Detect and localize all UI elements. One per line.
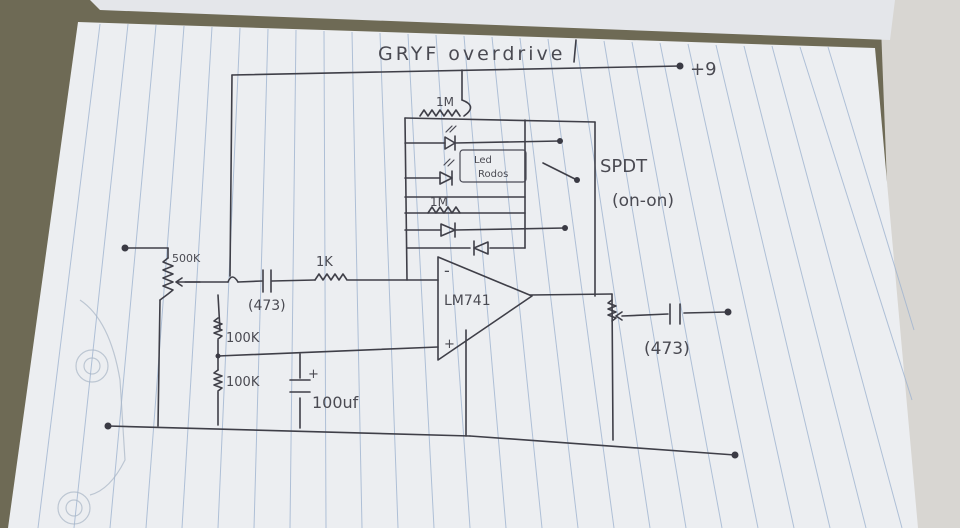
notebook-page bbox=[8, 22, 918, 528]
opamp-inv-pin: - bbox=[444, 261, 450, 280]
ruled-lines bbox=[37, 23, 915, 528]
led-label-line1: Led bbox=[474, 155, 492, 166]
potentiometer-500k: 500K bbox=[159, 252, 201, 301]
pot-label: 500K bbox=[172, 252, 201, 265]
opamp-lm741: - + LM741 bbox=[437, 256, 533, 361]
resistor-100k-bottom: 100K bbox=[213, 369, 260, 392]
switch-mode: (on-on) bbox=[612, 191, 674, 211]
supply-label: +9 bbox=[690, 59, 717, 80]
diode-4 bbox=[473, 241, 489, 255]
circuit-wires bbox=[107, 65, 736, 456]
switch-contact-top bbox=[557, 138, 563, 144]
led-diode-1 bbox=[444, 136, 456, 150]
supply-terminal bbox=[676, 62, 684, 70]
resistor-100k-top-label: 100K bbox=[226, 331, 260, 346]
led-diodes bbox=[439, 125, 489, 256]
led-label-line2: Rodos bbox=[478, 169, 508, 180]
spdt-switch: SPDT (on-on) bbox=[542, 156, 674, 211]
opamp-label: LM741 bbox=[444, 293, 491, 309]
resistor-1k-label: 1K bbox=[316, 255, 333, 270]
led-label-box: Led Rodos bbox=[459, 149, 527, 183]
resistor-1m-top-label: 1M bbox=[436, 95, 454, 109]
junction-dots bbox=[104, 62, 739, 459]
diagram-title: GRYF overdrive bbox=[378, 43, 565, 65]
ground-terminal-left bbox=[104, 422, 112, 430]
output-potentiometer bbox=[607, 299, 623, 322]
switch-contact-bottom bbox=[562, 225, 568, 231]
resistor-1m-mid-label: 1M bbox=[430, 195, 448, 209]
input-terminal bbox=[121, 244, 129, 252]
capacitor-filter: + 100uf bbox=[289, 367, 359, 412]
capacitor-filter-polarity: + bbox=[308, 367, 319, 382]
resistor-1m-mid: 1M bbox=[427, 195, 461, 214]
diode-3 bbox=[440, 223, 456, 237]
resistor-1m-top: 1M bbox=[419, 95, 472, 117]
resistor-100k-top: 100K bbox=[213, 317, 260, 346]
output-terminal bbox=[724, 308, 732, 316]
switch-label: SPDT bbox=[600, 156, 648, 177]
resistor-100k-bottom-label: 100K bbox=[226, 375, 260, 390]
led-diode-2 bbox=[439, 171, 453, 185]
divider-node bbox=[215, 353, 221, 359]
notebook-back-page bbox=[90, 0, 895, 40]
notebook-car-print bbox=[57, 299, 126, 525]
ground-terminal-right bbox=[731, 451, 739, 459]
capacitor-filter-label: 100uf bbox=[312, 393, 359, 412]
resistor-1k: 1K bbox=[314, 255, 348, 281]
capacitor-input: (473) bbox=[248, 269, 286, 314]
capacitor-output-label: (473) bbox=[644, 339, 690, 359]
capacitor-output: (473) bbox=[644, 303, 690, 359]
capacitor-input-label: (473) bbox=[248, 298, 286, 314]
opamp-noninv-pin: + bbox=[444, 337, 455, 352]
